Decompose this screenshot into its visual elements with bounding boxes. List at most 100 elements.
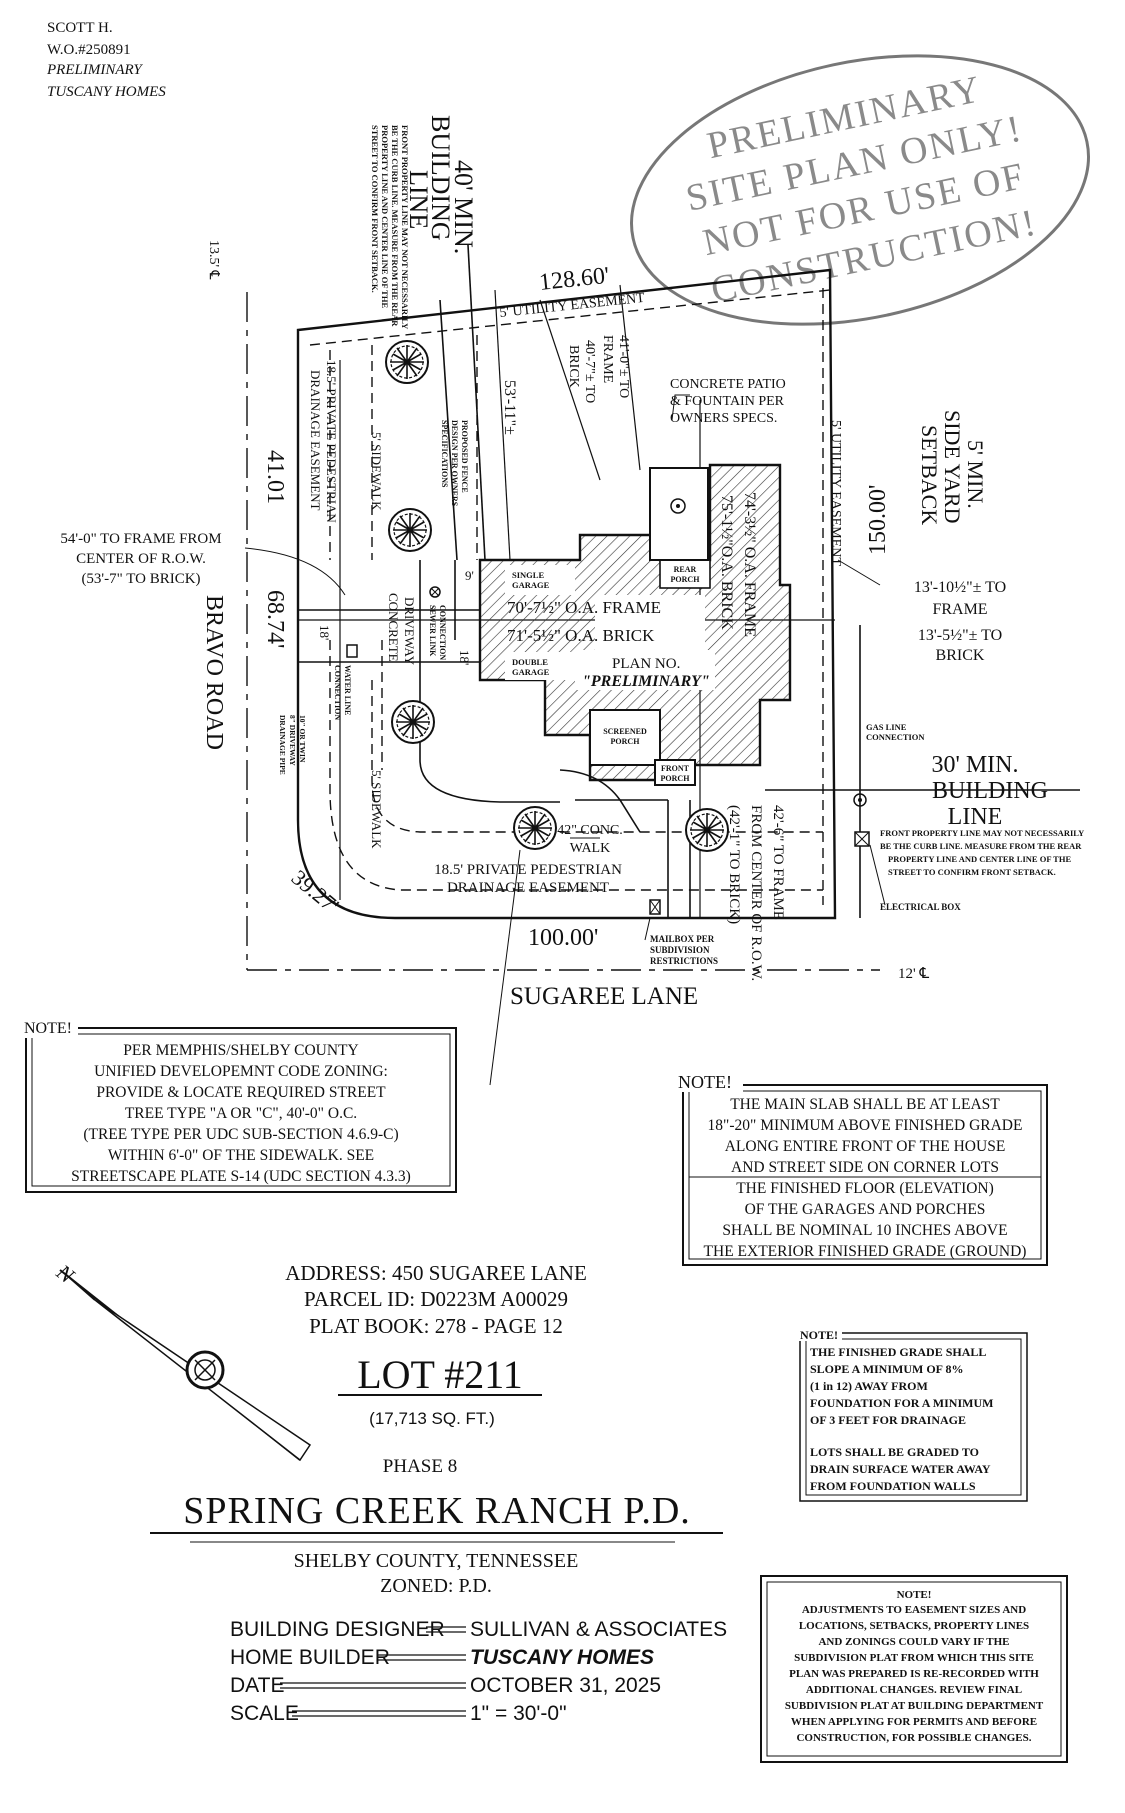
header-line-4: TUSCANY HOMES — [47, 84, 166, 100]
dim-top-property: 128.60' — [538, 263, 611, 296]
svg-text:SINGLE: SINGLE — [512, 570, 544, 580]
oa-brick-width: 71'-5½" O.A. BRICK — [507, 626, 655, 645]
svg-text:THE MAIN SLAB SHALL BE AT LEAS: THE MAIN SLAB SHALL BE AT LEAST — [730, 1096, 1000, 1113]
svg-text:& FOUNTAIN PER: & FOUNTAIN PER — [670, 394, 785, 409]
svg-text:30' MIN.: 30' MIN. — [932, 752, 1019, 778]
dim-bottom-property: 100.00' — [528, 925, 598, 951]
svg-text:CONCRETE PATIO: CONCRETE PATIO — [670, 377, 786, 392]
note-grade: NOTE! THE FINISHED GRADE SHALL SLOPE A M… — [797, 1325, 1028, 1502]
dim-18-b: 18' — [457, 650, 472, 665]
svg-text:BUILDING: BUILDING — [932, 778, 1048, 804]
dim-corner-arc: 39.27' — [287, 865, 344, 919]
building-lines — [439, 244, 1080, 918]
address: ADDRESS: 450 SUGAREE LANE — [285, 1261, 587, 1285]
svg-text:(53'-7" TO BRICK): (53'-7" TO BRICK) — [81, 571, 200, 587]
svg-text:18.5' PRIVATE PEDESTRIAN: 18.5' PRIVATE PEDESTRIAN — [324, 360, 339, 523]
svg-text:FOUNDATION FOR A MINIMUM: FOUNDATION FOR A MINIMUM — [810, 1396, 993, 1410]
north-label: N — [51, 1259, 80, 1289]
tree-icon — [685, 808, 729, 852]
note-slab-title: NOTE! — [678, 1072, 732, 1092]
svg-text:WALK: WALK — [570, 841, 610, 856]
scale-value: 1" = 30'-0" — [470, 1702, 567, 1725]
note-adjustments: NOTE! ADJUSTMENTS TO EASEMENT SIZES AND … — [760, 1575, 1068, 1763]
svg-text:REAR: REAR — [674, 565, 697, 574]
svg-text:PROPERTY LINE AND CENTER LINE: PROPERTY LINE AND CENTER LINE OF THE — [380, 125, 390, 308]
dim-18-a: 18' — [317, 625, 332, 640]
svg-text:18.5' PRIVATE PEDESTRIAN: 18.5' PRIVATE PEDESTRIAN — [434, 862, 622, 878]
note-zoning: NOTE! PER MEMPHIS/SHELBY COUNTY UNIFIED … — [23, 1018, 457, 1193]
electrical-box-icon — [854, 831, 870, 847]
fence-note: PROPOSED FENCE DESIGN PER OWNERS SPECIFI… — [440, 420, 469, 507]
dim-left-upper: 41.01 — [262, 450, 288, 504]
svg-text:13'-10½"± TO: 13'-10½"± TO — [914, 579, 1006, 596]
oa-brick-depth: 75'-1½"O.A. BRICK — [718, 495, 735, 630]
svg-text:THE FINISHED FLOOR (ELEVATION): THE FINISHED FLOOR (ELEVATION) — [736, 1180, 994, 1197]
svg-text:SLOPE A MINIMUM OF 8%: SLOPE A MINIMUM OF 8% — [810, 1362, 964, 1376]
sidewalk-upper: 5' SIDEWALK — [369, 432, 384, 511]
sewer-icon — [429, 586, 441, 598]
zoned: ZONED: P.D. — [380, 1575, 492, 1597]
note-adjust-title: NOTE! — [897, 1589, 932, 1601]
lot-number: LOT #211 — [357, 1352, 523, 1397]
svg-text:GARAGE: GARAGE — [512, 580, 550, 590]
street-label: SUGAREE LANE — [510, 983, 698, 1010]
ped-easement-left: 18.5' PRIVATE PEDESTRIAN DRAINAGE EASEME… — [308, 360, 339, 523]
header-block: SCOTT H. W.O.#250891 PRELIMINARY TUSCANY… — [46, 20, 166, 100]
svg-text:LOTS SHALL BE GRADED TO: LOTS SHALL BE GRADED TO — [810, 1445, 979, 1459]
rear-setback: 41'-0"± TO FRAME 40'-7"± TO BRICK — [566, 335, 631, 403]
svg-text:5' MIN.: 5' MIN. — [963, 440, 988, 509]
svg-text:FRONT PROPERTY LINE MAY NOT NE: FRONT PROPERTY LINE MAY NOT NECESSARILY — [880, 828, 1084, 838]
side-yard-setback: 5' MIN. SIDE YARD SETBACK — [917, 410, 988, 525]
svg-text:PORCH: PORCH — [671, 575, 701, 584]
dim-53: 53'-11"± — [501, 380, 518, 435]
svg-text:54'-0" TO FRAME FROM: 54'-0" TO FRAME FROM — [60, 531, 221, 547]
svg-text:OF THE GARAGES AND PORCHES: OF THE GARAGES AND PORCHES — [745, 1201, 986, 1218]
svg-text:TREE TYPE "A OR "C", 40'-0" O.: TREE TYPE "A OR "C", 40'-0" O.C. — [125, 1105, 357, 1122]
date-label: DATE — [230, 1674, 284, 1697]
header-line-1: SCOTT H. — [47, 20, 113, 36]
header-line-2: W.O.#250891 — [47, 42, 131, 58]
svg-text:DRIVEWAY: DRIVEWAY — [402, 597, 417, 666]
svg-text:MAILBOX PER: MAILBOX PER — [650, 934, 715, 944]
county: SHELBY COUNTY, TENNESSEE — [294, 1550, 579, 1572]
sidewalk-lower: 5' SIDEWALK — [369, 770, 384, 849]
tree-icon — [388, 508, 432, 552]
svg-text:BE THE CURB LINE. MEASURE FROM: BE THE CURB LINE. MEASURE FROM THE REAR — [390, 125, 400, 327]
fountain-icon — [670, 498, 686, 514]
note-zoning-title: NOTE! — [24, 1020, 72, 1037]
gas-label: GAS LINE CONNECTION — [866, 722, 925, 742]
note-slab: NOTE! THE MAIN SLAB SHALL BE AT LEAST 18… — [675, 1070, 1048, 1266]
row-setback-note: 54'-0" TO FRAME FROM CENTER OF R.O.W. (5… — [60, 531, 221, 587]
note-grade-title: NOTE! — [800, 1328, 838, 1342]
designer-value: SULLIVAN & ASSOCIATES — [470, 1618, 727, 1641]
tree-icon — [391, 700, 435, 744]
svg-text:FRONT PROPERTY LINE MAY NOT NE: FRONT PROPERTY LINE MAY NOT NECESSARILY — [400, 125, 410, 329]
plan-preliminary: "PRELIMINARY" — [582, 673, 710, 690]
svg-text:CONNECTION: CONNECTION — [333, 665, 342, 720]
house-footprint — [478, 463, 792, 786]
svg-text:UNIFIED DEVELOPEMNT CODE ZONIN: UNIFIED DEVELOPEMNT CODE ZONING: — [94, 1063, 388, 1080]
mailbox-icon — [649, 899, 661, 915]
lot-area: (17,713 SQ. FT.) — [369, 1409, 495, 1428]
building-line-30: 30' MIN. BUILDING LINE — [932, 752, 1048, 830]
svg-text:40'-7"± TO: 40'-7"± TO — [582, 340, 597, 403]
tree-icon — [385, 340, 429, 384]
scale-label: SCALE — [230, 1702, 299, 1725]
svg-text:40' MIN.: 40' MIN. — [449, 160, 478, 254]
title-block: ADDRESS: 450 SUGAREE LANE PARCEL ID: D02… — [150, 1261, 727, 1725]
rear-porch-label: REAR PORCH — [671, 565, 701, 584]
svg-text:PORCH: PORCH — [611, 737, 641, 746]
svg-text:DRAINAGE EASEMENT: DRAINAGE EASEMENT — [447, 880, 609, 896]
svg-text:SUBDIVISION PLAT FROM WHICH TH: SUBDIVISION PLAT FROM WHICH THIS SITE — [794, 1652, 1034, 1664]
svg-text:LOCATIONS, SETBACKS, PROPERTY: LOCATIONS, SETBACKS, PROPERTY LINES — [799, 1620, 1029, 1632]
svg-text:FROM FOUNDATION WALLS: FROM FOUNDATION WALLS — [810, 1479, 976, 1493]
dim-right-property: 150.00' — [865, 485, 891, 555]
svg-text:18"-20" MINIMUM ABOVE FINISHED: 18"-20" MINIMUM ABOVE FINISHED GRADE — [708, 1117, 1023, 1134]
svg-text:CENTER OF R.O.W.: CENTER OF R.O.W. — [76, 551, 206, 567]
oa-frame-depth: 74'-3½" O.A. FRAME — [741, 492, 758, 637]
svg-text:CONCRETE: CONCRETE — [386, 593, 401, 662]
svg-text:SEWER LINK: SEWER LINK — [428, 605, 437, 657]
svg-text:PER MEMPHIS/SHELBY COUNTY: PER MEMPHIS/SHELBY COUNTY — [123, 1042, 358, 1059]
plan-labels: 5' UTILITY EASEMENT 5' UTILITY EASEMENT … — [60, 115, 1084, 1010]
